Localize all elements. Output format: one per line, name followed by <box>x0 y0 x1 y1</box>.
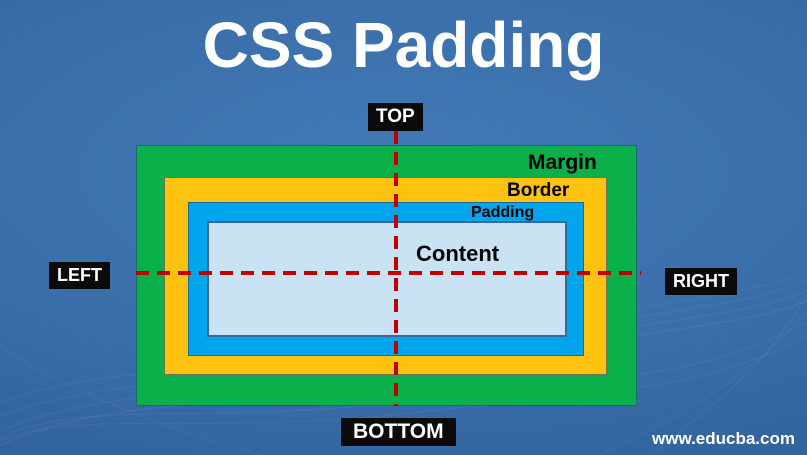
vertical-guide-line <box>394 131 398 406</box>
watermark: www.educba.com <box>652 429 795 448</box>
content-label: Content <box>416 241 500 266</box>
margin-label: Margin <box>528 151 597 174</box>
side-label-right: RIGHT <box>665 268 737 295</box>
horizontal-guide-line <box>136 271 641 275</box>
side-label-bottom: BOTTOM <box>341 418 456 446</box>
side-label-left: LEFT <box>49 262 110 289</box>
border-label: Border <box>507 180 570 201</box>
content-box <box>207 221 567 337</box>
page-title: CSS Padding <box>202 9 605 81</box>
side-label-top: TOP <box>368 103 423 131</box>
padding-label: Padding <box>471 204 535 221</box>
